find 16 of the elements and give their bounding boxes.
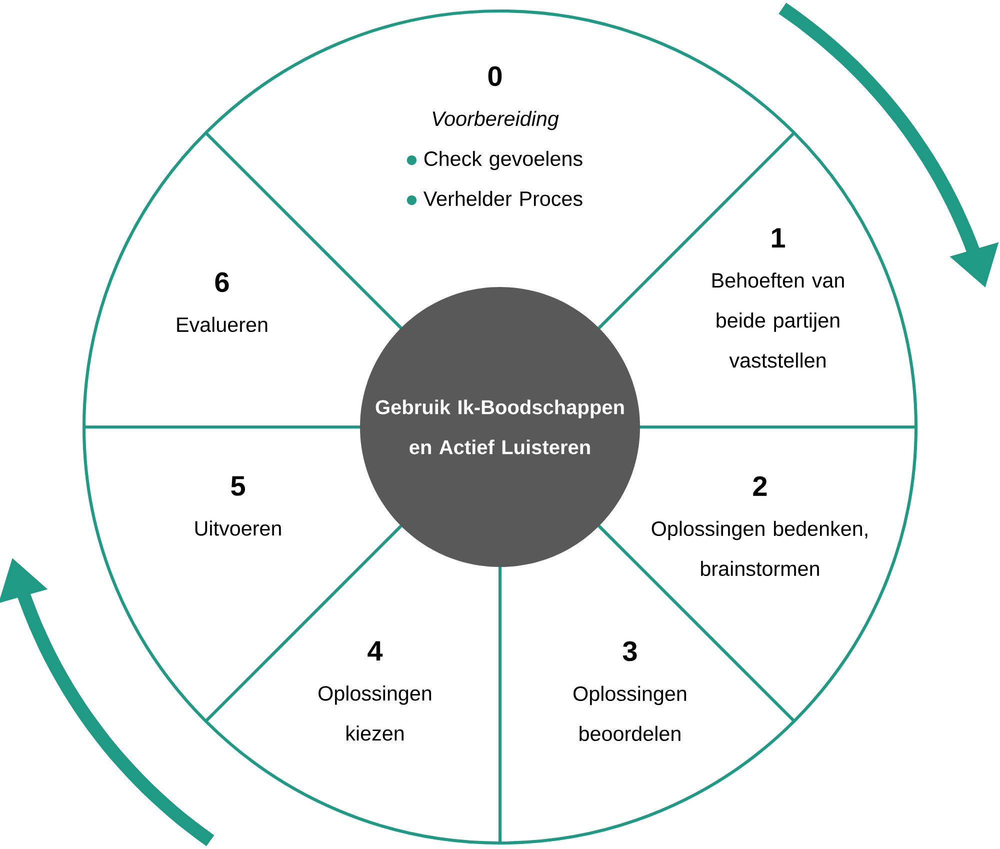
- step-number: 1: [772, 228, 785, 248]
- bullet-item: Verhelder Proces: [406, 190, 582, 206]
- step-title: Voorbereiding: [432, 110, 559, 130]
- step-number: 4: [368, 641, 383, 661]
- step-number: 0: [488, 66, 502, 86]
- step-number: 5: [231, 476, 245, 496]
- step-description: Uitvoeren: [195, 520, 281, 536]
- step-description: Oplossingen kiezen: [318, 686, 432, 741]
- bullet-item: Check gevoelens: [406, 150, 582, 170]
- step-number: 3: [622, 641, 637, 662]
- step-description: Oplossingen bedenken, brainstormen: [652, 520, 868, 576]
- step-description: Behoeften van beide partijen vaststellen: [712, 272, 844, 368]
- step-number: 6: [215, 272, 229, 292]
- step-description: Evalueren: [177, 316, 268, 332]
- step-number: 2: [753, 476, 767, 496]
- step-description: Oplossingen beoordelen: [574, 686, 686, 742]
